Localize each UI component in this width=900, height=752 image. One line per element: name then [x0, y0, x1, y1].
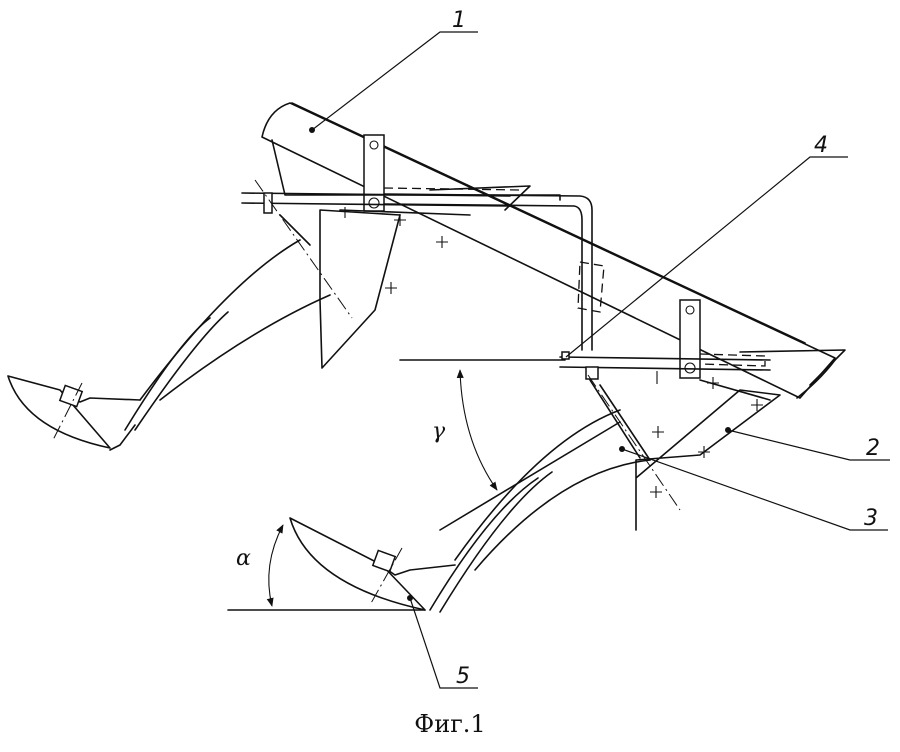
- callout-2: 2: [866, 436, 880, 461]
- callout-5: 5: [456, 664, 470, 689]
- frame-beam: [261, 102, 836, 399]
- angle-gamma: [399, 359, 566, 491]
- callout-3: 3: [864, 506, 878, 531]
- right-bracket: [559, 299, 771, 384]
- alpha-label: α: [236, 546, 251, 571]
- callout-4: 4: [814, 133, 828, 158]
- right-working-unit: [289, 349, 846, 613]
- callout-leaders: [309, 31, 890, 689]
- telescopic-bar: [383, 187, 605, 351]
- callout-1: 1: [452, 8, 466, 33]
- left-working-unit: [7, 179, 531, 451]
- figure-caption: Фиг.1: [414, 710, 486, 738]
- angle-alpha: [227, 524, 426, 611]
- crosshair-marker: [385, 214, 448, 294]
- gamma-label: γ: [432, 419, 446, 444]
- crosshair-marker: [650, 377, 763, 498]
